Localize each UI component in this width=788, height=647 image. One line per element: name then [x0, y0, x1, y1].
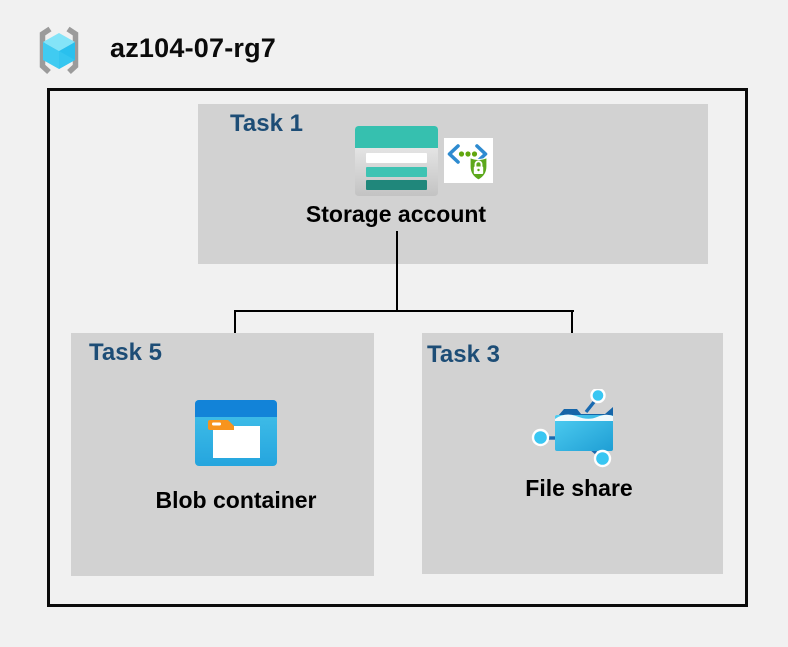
- secure-access-lock-icon: [444, 138, 493, 183]
- task1-box: [198, 104, 708, 264]
- file-share-icon: [531, 387, 615, 469]
- task1-label: Task 1: [230, 110, 303, 137]
- resource-group-icon: [30, 24, 88, 78]
- storage-account-label: Storage account: [305, 201, 487, 227]
- blob-container-label: Blob container: [155, 487, 317, 513]
- resource-group-boundary: [47, 88, 748, 607]
- task3-label: Task 3: [427, 341, 500, 368]
- storage-account-icon: [355, 126, 438, 196]
- task5-label: Task 5: [89, 339, 162, 366]
- task3-box: [422, 333, 723, 574]
- connector-horizontal: [234, 310, 574, 312]
- resource-group-label: az104-07-rg7: [110, 33, 276, 63]
- connector-storage-down: [396, 231, 398, 312]
- file-share-label: File share: [525, 475, 633, 501]
- blob-container-icon: [195, 400, 277, 466]
